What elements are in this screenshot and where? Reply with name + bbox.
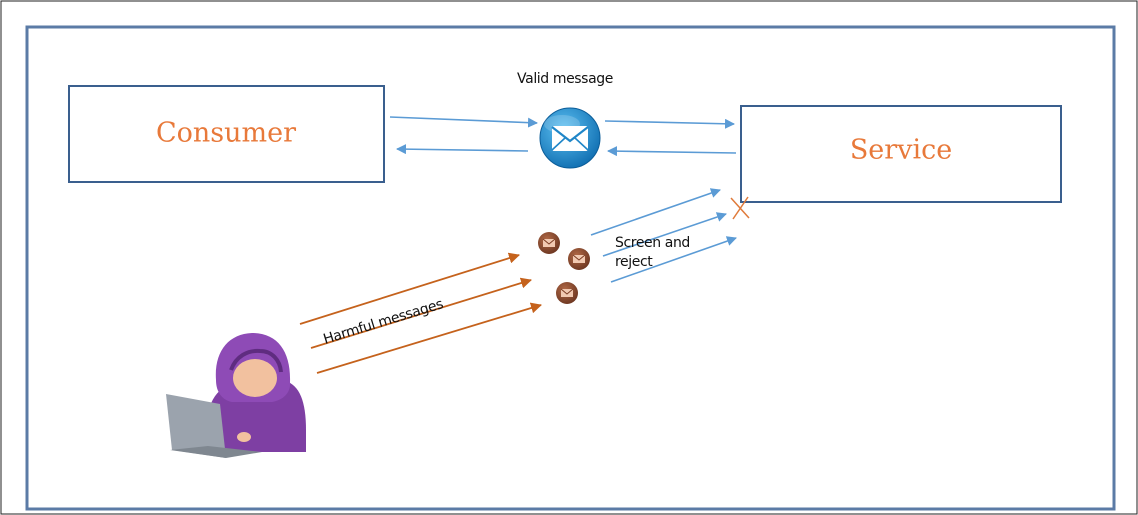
screen-and-reject-label-line1: Screen and — [615, 235, 690, 251]
screen-and-reject-label-line2: reject — [615, 254, 653, 270]
harmful-arrow — [310, 277, 532, 349]
harmful-arrow — [299, 252, 520, 325]
envelope-badge-icon — [539, 107, 601, 169]
service-to-envelope-arrow — [607, 146, 737, 157]
envelope-to-consumer-arrow — [396, 144, 529, 155]
valid-message-arrows — [389, 116, 737, 157]
envelope-to-service-arrow — [604, 118, 735, 129]
diagram-border — [25, 25, 1116, 511]
harmful-arrow — [316, 302, 542, 374]
screened-arrows — [590, 188, 737, 283]
small-envelope-icon — [568, 248, 590, 270]
screened-arrow — [590, 188, 721, 236]
hacker-icon — [166, 333, 306, 458]
small-envelope-icon — [556, 282, 578, 304]
consumer-label: Consumer — [156, 118, 296, 149]
service-label: Service — [850, 135, 952, 166]
reject-x-icon — [730, 196, 750, 220]
harmful-arrows — [299, 252, 542, 374]
small-envelope-icon — [538, 232, 560, 254]
consumer-to-envelope-arrow — [389, 116, 538, 128]
consumer-box: Consumer — [68, 85, 385, 183]
screened-arrow — [602, 212, 727, 257]
service-box: Service — [740, 105, 1062, 203]
screened-arrow — [610, 236, 737, 283]
valid-message-label: Valid message — [517, 71, 613, 87]
